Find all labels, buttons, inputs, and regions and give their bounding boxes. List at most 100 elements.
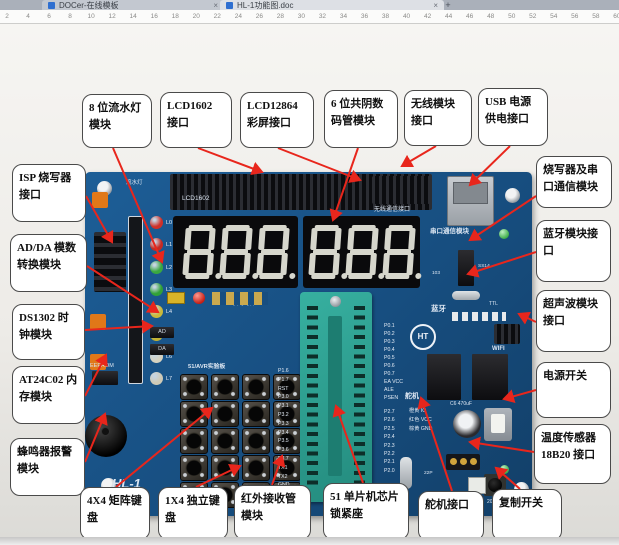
pin-label: P0.1 <box>384 323 395 329</box>
led-L7 <box>150 372 163 386</box>
tab-hl1-doc[interactable]: HL-1功能图.doc × <box>220 0 444 10</box>
crystal <box>400 457 412 489</box>
ruler-number: 46 <box>466 13 474 20</box>
isp-header <box>94 232 126 292</box>
ruler-number: 30 <box>297 13 306 20</box>
callout-temp18b20[interactable]: 温度传感器 18B20 接口 <box>534 424 611 484</box>
led-label: L3 <box>166 286 173 293</box>
callout-bluetooth[interactable]: 蓝牙模块接口 <box>536 220 611 282</box>
servo-wire-label: 棕黄 GND <box>409 426 433 432</box>
callout-lcd12864[interactable]: LCD12864 彩屏接口 <box>240 92 314 148</box>
callout-ultrasonic[interactable]: 超声波模块接口 <box>536 290 611 352</box>
callout-servo[interactable]: 舵机接口 <box>418 491 484 541</box>
seg-display-left <box>173 216 298 288</box>
callout-zif51[interactable]: 51 单片机芯片锁紧座 <box>323 483 409 540</box>
callout-isp[interactable]: ISP 烧写器接口 <box>12 164 86 222</box>
callout-lcd1602[interactable]: LCD1602 接口 <box>160 92 232 148</box>
led-title-silkscreen: 流水灯 <box>126 180 143 186</box>
callout-adda[interactable]: AD/DA 模数转换模块 <box>10 234 87 292</box>
callout-key4x4[interactable]: 4X4 矩阵键盘 <box>80 487 150 540</box>
ruler-number: 32 <box>318 13 327 20</box>
serial-chip <box>458 250 474 286</box>
pin-label: P0.5 <box>384 355 395 361</box>
ruler-number: 42 <box>423 13 432 20</box>
ruler-number: 8 <box>68 13 72 20</box>
callout-powersw[interactable]: 电源开关 <box>536 362 611 418</box>
pin-label: P0.7 <box>384 371 395 377</box>
callout-burner[interactable]: 烧写器及串口通信模块 <box>536 156 612 208</box>
eeprom-chip <box>92 371 118 385</box>
pin-label: TX1 <box>278 464 288 471</box>
callout-ir[interactable]: 红外接收管模块 <box>234 485 311 540</box>
callout-key1x4[interactable]: 1X4 独立键盘 <box>158 487 228 540</box>
ad-chip: AD <box>150 327 174 338</box>
crystal <box>452 291 480 300</box>
seg-display-right <box>303 216 422 288</box>
ruler-number: 56 <box>571 13 579 20</box>
ruler-number: 22 <box>213 13 221 20</box>
ruler-number: 2 <box>5 13 9 20</box>
part-silkscreen: 103 <box>432 271 441 276</box>
da-jumper <box>167 292 185 304</box>
callout-ds1302[interactable]: DS1302 时钟模块 <box>12 304 85 360</box>
pin-label: EA VCC <box>384 379 404 385</box>
pin-label: P3.3 <box>278 420 289 427</box>
callout-wireless[interactable]: 无线模块接口 <box>404 90 472 146</box>
ruler-number: 48 <box>487 13 495 20</box>
led-L2 <box>150 260 163 274</box>
pin-label: P0.6 <box>384 363 395 369</box>
callout-usb[interactable]: USB 电源供电接口 <box>478 88 548 146</box>
pin-label: P3.6 <box>278 447 289 454</box>
pin-label: P3.1 <box>278 403 289 410</box>
callout-at24c02[interactable]: AT24C02 内存模块 <box>12 366 85 424</box>
usb-port <box>447 176 494 226</box>
close-icon[interactable]: × <box>433 0 438 10</box>
callout-led8[interactable]: 8 位流水灯模块 <box>82 94 152 148</box>
mount-hole <box>505 188 520 203</box>
callout-resetsw[interactable]: 复制开关 <box>492 489 562 541</box>
seg-digit <box>344 225 385 279</box>
matrix-key <box>242 401 270 427</box>
ruler-number: 40 <box>402 13 411 20</box>
ruler-number: 26 <box>255 13 263 20</box>
led-label: L7 <box>166 376 173 383</box>
pin-label: P3.2 <box>278 412 289 418</box>
tab-docer[interactable]: DOCer-在线模板 × <box>42 0 224 10</box>
ruler-number: 54 <box>550 13 558 20</box>
pin-label: TX2 <box>278 473 288 480</box>
power-switch <box>484 408 512 441</box>
ruler-number: 6 <box>47 13 51 20</box>
led-label: L6 <box>166 353 173 360</box>
new-tab-button[interactable]: + <box>445 0 451 10</box>
pin-label: P3.0 <box>278 394 289 401</box>
lcd1602-silkscreen: LCD1602 <box>182 195 210 202</box>
callout-buzzer[interactable]: 蜂鸣器报警模块 <box>10 438 85 496</box>
pin-label: P0.3 <box>384 339 395 345</box>
ds18b20-socket <box>446 454 480 470</box>
led-label: L4 <box>166 309 173 316</box>
matrix-key <box>242 428 270 454</box>
servo-wire-label: 红色 VCC <box>409 417 432 423</box>
tab-label: HL-1功能图.doc <box>237 0 294 10</box>
matrix-key <box>211 455 239 481</box>
close-icon[interactable]: × <box>213 0 218 10</box>
bt-jumper-row <box>452 312 506 321</box>
pin-label: P3.4 <box>278 429 289 436</box>
led-L3 <box>150 282 163 296</box>
callout-seg6[interactable]: 6 位共阴数码管模块 <box>324 90 398 148</box>
ruler-number: 34 <box>339 13 348 20</box>
pin-label: P0.4 <box>384 347 395 353</box>
servo-silkscreen: 舵机 <box>405 393 419 400</box>
seg-digit <box>255 225 296 279</box>
ruler-number: 14 <box>129 13 137 20</box>
ruler-number: 20 <box>192 13 200 20</box>
wireless-silkscreen: 无线通信接口 <box>374 207 411 213</box>
document-icon <box>48 1 55 9</box>
brand-logo: HT <box>410 324 436 350</box>
ruler-number: 38 <box>381 13 390 20</box>
green-led <box>500 465 509 474</box>
soic-chip <box>472 354 508 400</box>
seg-digit <box>307 225 348 279</box>
